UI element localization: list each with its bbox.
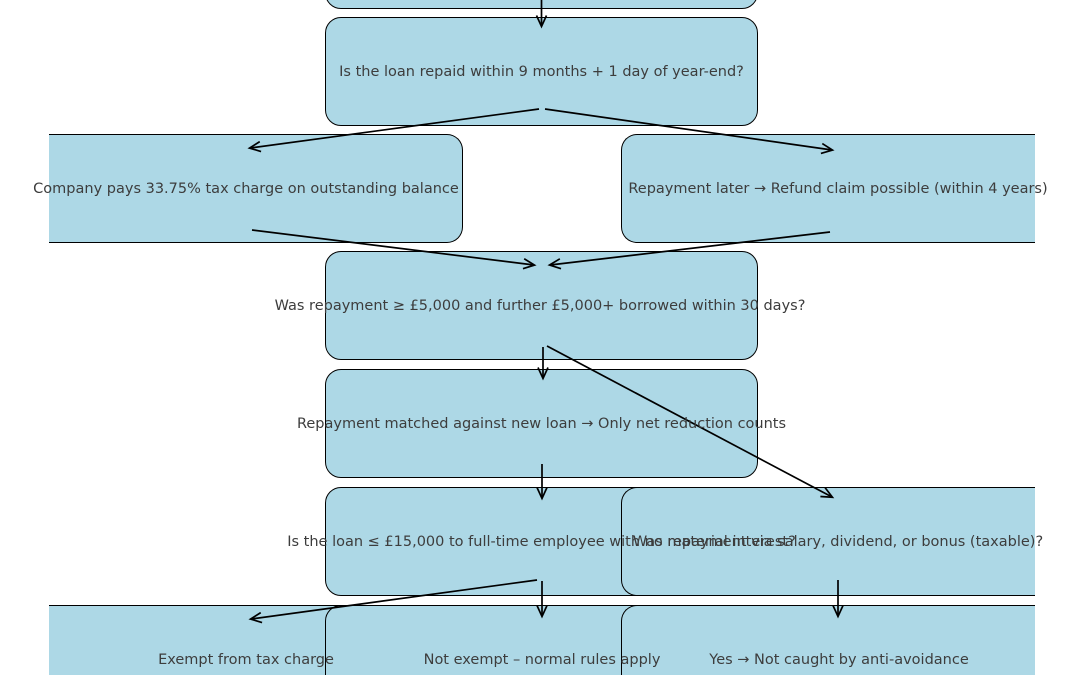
node-not-caught-anti-avoidance — [621, 605, 1035, 675]
node-question-repayment-via-salary — [621, 487, 1035, 596]
label-not-caught-anti-avoidance: Yes → Not caught by anti-avoidance — [709, 651, 969, 668]
label-refund-claim-possible: Repayment later → Refund claim possible … — [628, 180, 1048, 197]
label-question-bed-and-breakfast: Was repayment ≥ £5,000 and further £5,00… — [274, 297, 806, 314]
label-exempt-from-tax-charge: Exempt from tax charge — [158, 651, 334, 668]
node-question-bed-and-breakfast — [325, 251, 758, 360]
node-question-repaid-9-months — [325, 17, 758, 126]
label-company-pays-tax-charge: Company pays 33.75% tax charge on outsta… — [33, 180, 459, 197]
label-question-repaid-9-months: Is the loan repaid within 9 months + 1 d… — [339, 63, 744, 80]
label-question-small-loan-employee: Is the loan ≤ £15,000 to full-time emplo… — [287, 533, 796, 550]
label-question-repayment-via-salary: Was repayment via salary, dividend, or b… — [632, 533, 1044, 550]
node-start-partial — [325, 0, 758, 9]
label-not-exempt-normal-rules: Not exempt – normal rules apply — [423, 651, 661, 668]
label-repayment-matched-new-loan: Repayment matched against new loan → Onl… — [296, 415, 787, 432]
